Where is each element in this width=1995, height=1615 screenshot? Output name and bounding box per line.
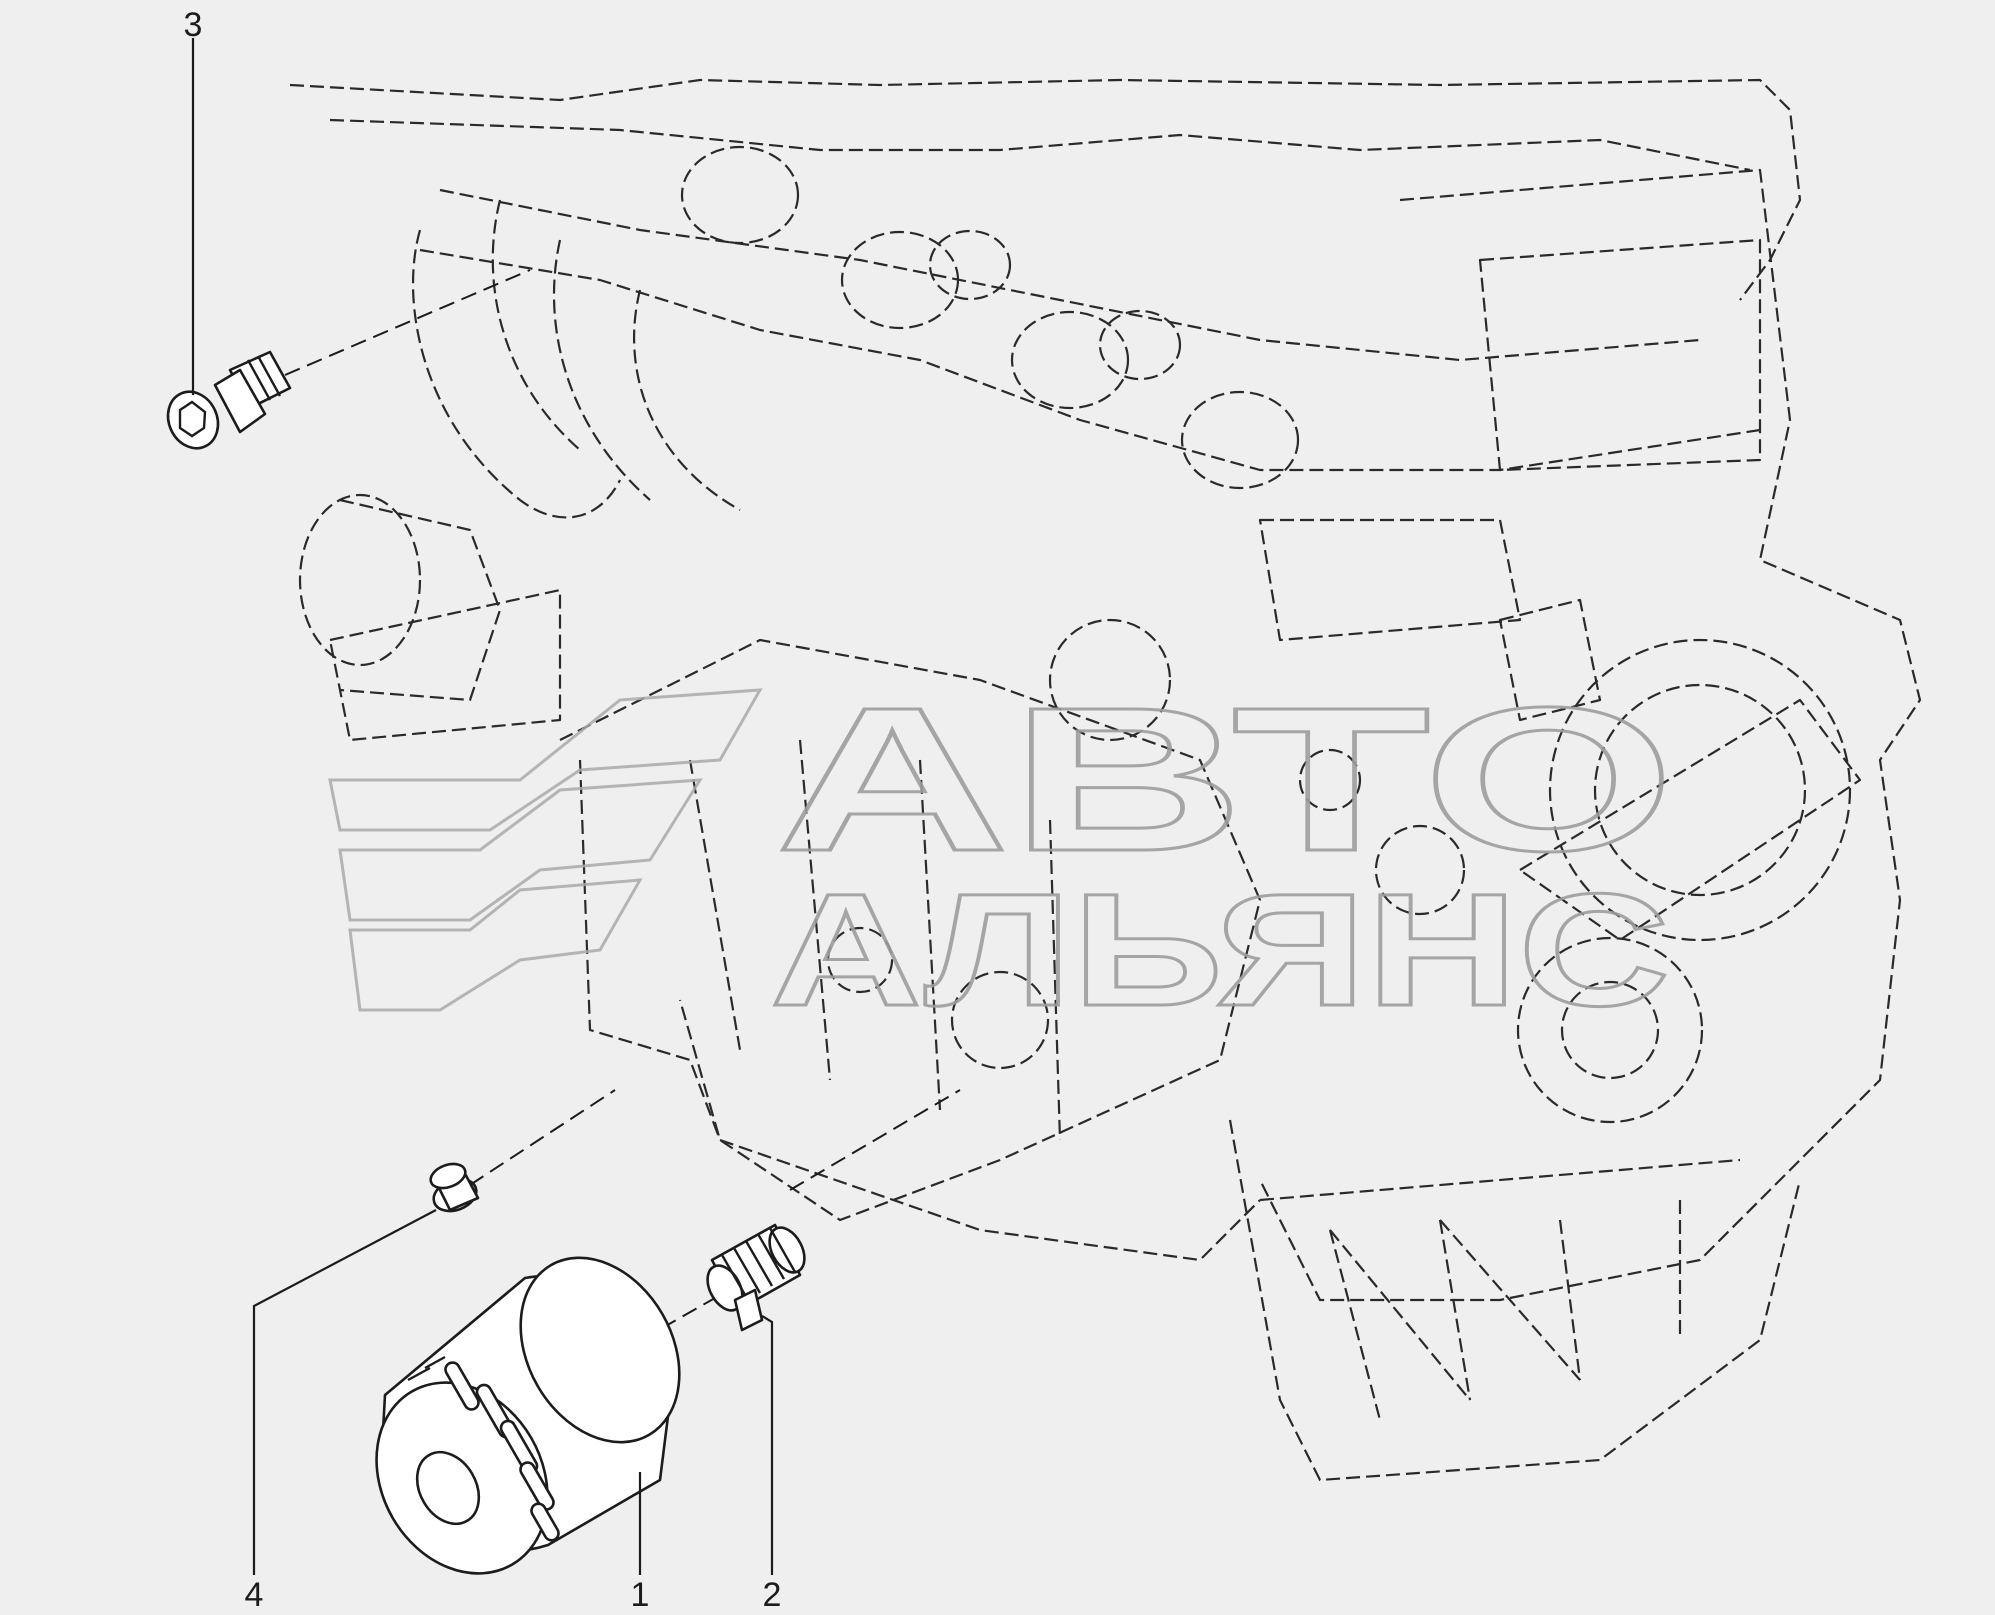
part-2-nipple (706, 1089, 961, 1332)
callout-3: 3 (183, 6, 203, 44)
leader-lines (191, 38, 774, 1575)
watermark-line1: АВТО (775, 665, 1675, 894)
part-4-ring (429, 1089, 616, 1213)
part-3-plug (166, 269, 531, 450)
leader-2 (761, 1315, 774, 1575)
engine-block-outline (289, 78, 1922, 1482)
callout-1: 1 (630, 1576, 650, 1614)
callout-4: 4 (244, 1576, 264, 1614)
part-1-oil-filter (375, 1256, 716, 1575)
watermark-line2: АЛЬЯНС (770, 860, 1670, 1039)
leader-4 (252, 1209, 437, 1575)
callout-2: 2 (762, 1576, 782, 1614)
watermark-logo: АВТО АЛЬЯНС (328, 664, 1677, 1041)
